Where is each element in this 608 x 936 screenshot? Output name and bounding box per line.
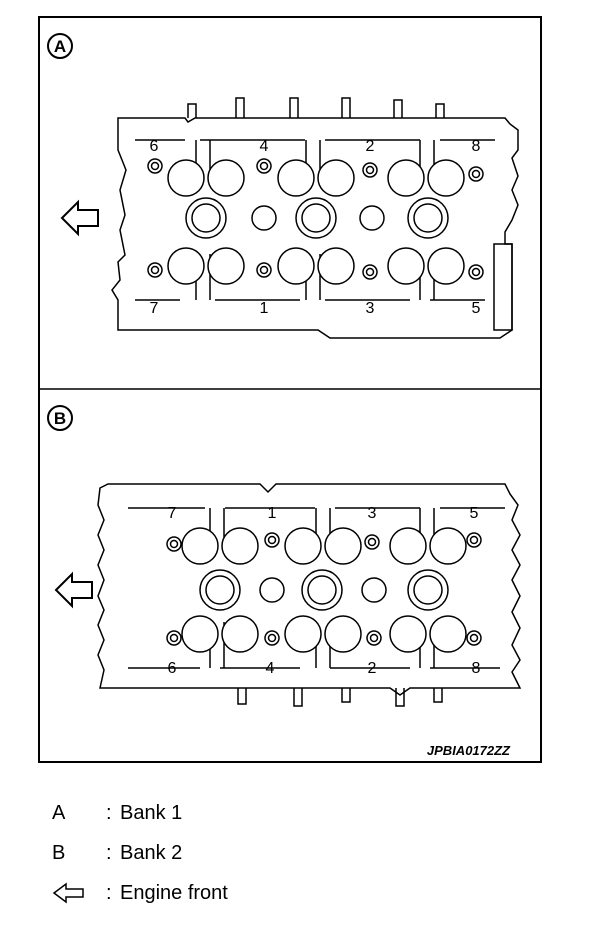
panel-b-bolt-label: 7 [168, 505, 177, 522]
head-bolts [166, 532, 482, 646]
legend-row: A : Bank 1 [52, 798, 452, 838]
engine-front-arrow-icon [60, 199, 99, 237]
inner-outline [128, 507, 505, 669]
spark-plug-bosses [199, 569, 449, 611]
panel-b: B 7 [47, 405, 522, 707]
legend-separator: : [106, 842, 112, 864]
legend-row: B : Bank 2 [52, 838, 452, 878]
panel-a-bolt-label: 3 [366, 300, 375, 317]
panel-a-marker-circle [47, 33, 73, 59]
panel-b-marker: B [54, 409, 66, 428]
legend: A : Bank 1 B : Bank 2 : Engine front [52, 798, 452, 918]
panel-b-bolt-label: 1 [268, 505, 277, 522]
legend-text: Engine front [120, 882, 228, 904]
panel-a-bolt-label: 1 [260, 300, 269, 317]
panel-a-bolt-label: 4 [260, 138, 269, 155]
inner-outline [135, 139, 495, 301]
head-bolts [147, 158, 484, 280]
panel-b-marker-circle [47, 405, 73, 431]
legend-text: Bank 2 [120, 842, 183, 864]
head-outline [97, 483, 522, 696]
legend-key: A [52, 802, 66, 824]
spark-plug-bosses [185, 197, 449, 239]
cylinder-head-diagram: A [38, 16, 542, 763]
panel-a-bolt-label: 7 [150, 300, 159, 317]
panel-a: A [47, 33, 519, 339]
valve-ports [181, 527, 467, 653]
panel-b-bolt-label: 6 [168, 660, 177, 677]
legend-separator: : [106, 882, 112, 904]
hollow-left-arrow-icon [52, 882, 96, 910]
panel-b-bolt-label: 3 [368, 505, 377, 522]
legend-key: B [52, 842, 66, 864]
panel-b-bolt-label: 8 [472, 660, 481, 677]
panel-a-marker: A [54, 37, 66, 56]
legend-row: : Engine front [52, 878, 452, 918]
valve-ports [167, 159, 465, 285]
panel-b-bolt-label: 2 [368, 660, 377, 677]
panel-a-bolt-label: 5 [472, 300, 481, 317]
camshaft-journals-bottom [237, 688, 443, 707]
panel-b-bolt-label: 4 [266, 660, 275, 677]
side-plate [493, 243, 513, 331]
legend-text: Bank 1 [120, 802, 183, 824]
camshaft-journals-top [187, 97, 445, 118]
engine-front-arrow-icon [54, 571, 93, 609]
figure-code: JPBIA0172ZZ [427, 743, 511, 758]
panel-a-bolt-label: 2 [366, 138, 375, 155]
panel-a-bolt-label: 6 [150, 138, 159, 155]
panel-b-bolt-label: 5 [470, 505, 479, 522]
legend-separator: : [106, 802, 112, 824]
panel-a-bolt-label: 8 [472, 138, 481, 155]
